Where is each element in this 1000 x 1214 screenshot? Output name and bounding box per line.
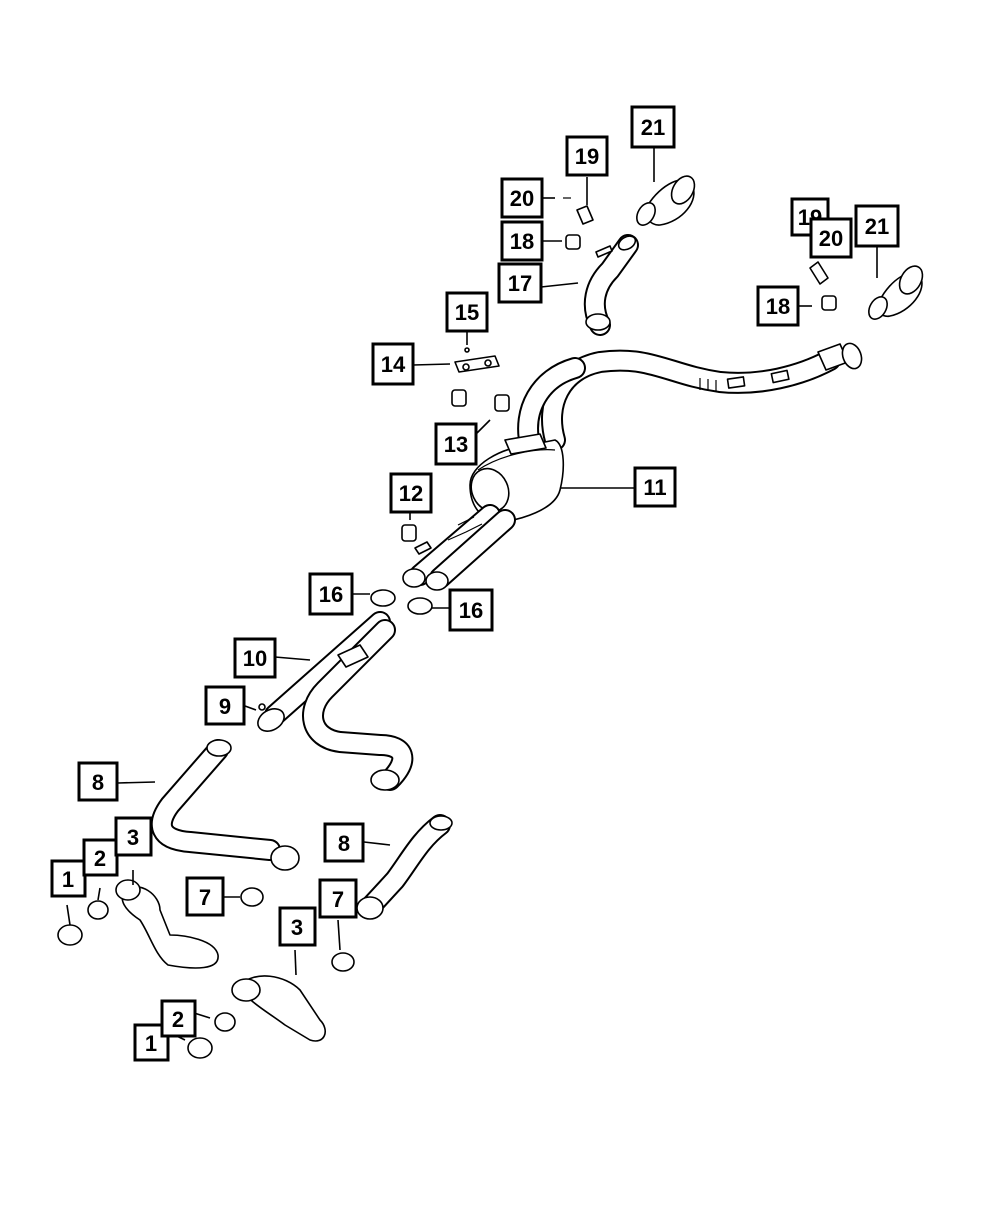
callout-label: 7 <box>199 885 211 910</box>
hangers-and-isolators <box>401 197 594 542</box>
callout-12: 12 <box>389 472 433 514</box>
catalytic-converters <box>57 879 355 1059</box>
callout-label: 18 <box>510 229 534 254</box>
callout-8-right: 8 <box>323 822 365 863</box>
callout-label: 7 <box>332 887 344 912</box>
callout-3-lower: 3 <box>278 906 317 947</box>
front-pipe-left <box>150 739 300 871</box>
callout-label: 12 <box>399 481 423 506</box>
callout-label: 2 <box>94 846 106 871</box>
muffler <box>402 433 565 591</box>
callout-label: 15 <box>455 300 479 325</box>
callout-label: 16 <box>319 582 343 607</box>
callout-16-left: 16 <box>308 572 354 616</box>
callout-18-left: 18 <box>500 220 544 262</box>
callout-8-left: 8 <box>77 761 119 802</box>
callout-7-left: 7 <box>185 876 225 917</box>
callouts: 1 1 2 2 3 3 7 7 <box>50 105 900 1062</box>
callout-label: 21 <box>865 214 889 239</box>
callout-21-right: 21 <box>854 204 900 248</box>
callout-label: 14 <box>381 352 406 377</box>
clamps-16 <box>370 589 433 615</box>
callout-17: 17 <box>497 262 543 304</box>
callout-label: 8 <box>338 831 350 856</box>
callout-label: 1 <box>145 1031 157 1056</box>
callout-label: 16 <box>459 598 483 623</box>
callout-label: 10 <box>243 646 267 671</box>
left-tailpipe <box>583 175 696 336</box>
right-tip <box>809 261 924 320</box>
callout-14: 14 <box>371 342 415 386</box>
callout-label: 17 <box>508 271 532 296</box>
callout-7-right: 7 <box>318 878 358 919</box>
callout-1-upper: 1 <box>50 859 87 898</box>
callout-10: 10 <box>233 637 277 679</box>
callout-label: 3 <box>291 915 303 940</box>
callout-label: 11 <box>643 475 666 500</box>
callout-label: 20 <box>510 186 534 211</box>
callout-15: 15 <box>445 291 489 333</box>
callout-21-left: 21 <box>630 105 676 149</box>
callout-label: 19 <box>575 144 599 169</box>
callout-label: 2 <box>172 1007 184 1032</box>
callout-label: 20 <box>819 226 843 251</box>
rear-pipe-assembly <box>517 342 863 456</box>
callout-label: 1 <box>62 867 74 892</box>
callout-20-left: 20 <box>500 177 544 219</box>
callout-label: 18 <box>766 294 790 319</box>
callout-2-lower: 2 <box>160 999 197 1038</box>
callout-label: 3 <box>127 825 139 850</box>
callout-label: 9 <box>219 694 231 719</box>
intermediate-pipe <box>257 611 414 791</box>
callout-9: 9 <box>204 685 246 726</box>
callout-13: 13 <box>434 422 478 466</box>
callout-label: 21 <box>641 115 665 140</box>
callout-16-right: 16 <box>448 588 494 632</box>
callout-label: 13 <box>444 432 468 457</box>
callout-label: 8 <box>92 770 104 795</box>
callout-2-upper: 2 <box>82 838 119 877</box>
callout-11: 11 <box>633 466 677 508</box>
callout-18-right: 18 <box>756 285 800 327</box>
parts-illustration <box>57 175 924 1059</box>
callout-3-upper: 3 <box>114 816 153 857</box>
front-pipe-right <box>356 814 453 920</box>
callout-19-left: 19 <box>565 135 609 177</box>
callout-20-right: 20 <box>809 217 853 259</box>
